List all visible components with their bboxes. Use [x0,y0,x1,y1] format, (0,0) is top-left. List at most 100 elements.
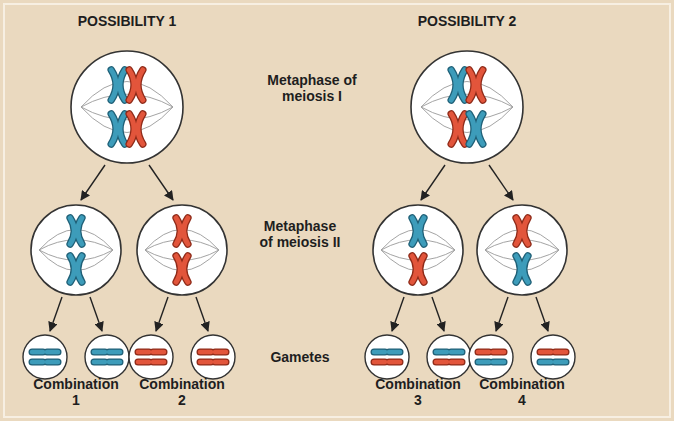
chromatid-outline [111,70,116,100]
spindle-fiber [39,250,113,260]
chromosome [374,360,385,365]
spindle-fiber [145,240,219,250]
chromosome [109,360,120,365]
stage-label: Metaphase of meiosis II [258,218,342,250]
chromatid-outline [524,256,528,282]
chromatid-outline [138,114,143,144]
gamete-cell [469,335,513,379]
chromosome [215,360,226,365]
arrow [50,297,62,331]
cell-membrane [137,205,227,295]
stage-label: Metaphase of meiosis I [253,72,371,104]
chromatid [478,70,483,100]
chromosome-outline [436,359,447,366]
chromatid [524,256,528,282]
spindle-fiber [421,82,513,107]
chromosome [153,350,164,355]
chromatid-outline [412,256,416,282]
arrow [196,297,208,331]
chromatid [460,114,465,144]
chromatid-outline [469,114,474,144]
chromatid-outline [120,70,125,100]
chromatid [120,114,125,144]
chromosome-outline [153,359,164,366]
chromosome-outline [493,359,504,366]
chromatid-outline [129,114,134,144]
chromosome [94,350,105,355]
chromosome [436,360,447,365]
chromosome-outline [555,359,566,366]
chromatid-outline [516,256,520,282]
gamete-cell [129,335,173,379]
chromatid [70,218,74,244]
gamete-cell [191,335,235,379]
chromatid [176,218,180,244]
chromosome [47,360,58,365]
chromatid-outline [478,114,483,144]
chromatid-outline [478,70,483,100]
chromatid [516,218,520,244]
chromosome-outline [94,359,105,366]
chromosome [138,350,149,355]
chromosome-outline [200,349,211,356]
chromosome-outline [109,359,120,366]
chromosome [478,360,489,365]
chromosome [32,350,43,355]
chromatid [451,114,456,144]
chromatid-outline [78,256,82,282]
chromosome [478,350,489,355]
chromosome-outline [555,349,566,356]
chromatid-outline [78,218,82,244]
chromatid-outline [70,256,74,282]
chromosome [451,360,462,365]
arrow [536,297,548,331]
chromosome-outline [540,359,551,366]
spindle-fiber [81,107,173,132]
arrow [81,165,105,200]
chromatid [120,70,125,100]
chromatid-outline [469,70,474,100]
chromosome [109,350,120,355]
chromosome [493,360,504,365]
chromosome [200,360,211,365]
chromatid-outline [184,256,188,282]
chromatid-outline [111,114,116,144]
possibility-heading: POSSIBILITY 1 [78,13,177,29]
chromosome [540,350,551,355]
chromosome [493,350,504,355]
gamete-cell [427,335,471,379]
chromosome-outline [451,359,462,366]
combination-label: Combination 4 [477,376,567,408]
chromosome-outline [374,349,385,356]
chromosome [138,360,149,365]
chromosome-outline [109,349,120,356]
chromatid [412,256,416,282]
chromatid [184,256,188,282]
chromosome-outline [540,349,551,356]
chromatid-outline [412,218,416,244]
combination-label: Combination 3 [373,376,463,408]
chromatid [460,70,465,100]
chromosome [436,350,447,355]
chromatid-outline [420,256,424,282]
chromosome [451,350,462,355]
possibility-heading: POSSIBILITY 2 [418,13,517,29]
chromosome [153,360,164,365]
chromatid [412,218,416,244]
chromatid-outline [176,218,180,244]
spindle-fiber [485,240,559,250]
chromatid-outline [524,218,528,244]
chromatid-outline [460,70,465,100]
arrow [149,165,173,200]
chromosome-outline [436,349,447,356]
chromatid [451,70,456,100]
chromosome-outline [200,359,211,366]
arrow [392,297,404,331]
chromosome [389,360,400,365]
gamete-cell [85,335,129,379]
chromatid-outline [420,218,424,244]
chromatid-outline [70,218,74,244]
chromosome-outline [389,349,400,356]
